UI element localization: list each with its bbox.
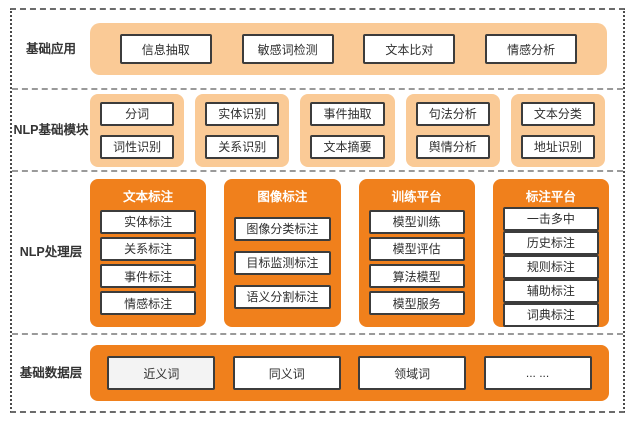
processing-item-box: 图像分类标注 — [234, 216, 331, 241]
processing-item-box: 规则标注 — [502, 254, 599, 279]
processing-item-box: 事件标注 — [100, 264, 197, 289]
processing-item-box: 关系标注 — [100, 236, 197, 261]
processing-item-box: 情感标注 — [100, 291, 197, 316]
diagram-frame: 基础应用 信息抽取 敏感词检测 文本比对 情感分析 NLP基础模块 分词 词性识… — [10, 8, 625, 413]
layer-basic-data: 基础数据层 近义词 同义词 领域词 ... ... — [12, 335, 623, 411]
nlp-module-box: 文本摘要 — [310, 134, 385, 159]
processing-item-box: 词典标注 — [502, 302, 599, 327]
basic-data-panel: 近义词 同义词 领域词 ... ... — [90, 345, 609, 401]
nlp-module-box: 句法分析 — [415, 101, 490, 126]
nlp-module-box: 实体识别 — [205, 101, 280, 126]
layer-nlp-base-modules: NLP基础模块 分词 词性识别 实体识别 关系识别 事件抽取 文本摘要 句法分析… — [12, 90, 623, 172]
app-module-box: 文本比对 — [363, 34, 456, 64]
processing-item-box: 模型服务 — [368, 291, 465, 316]
processing-item-box: 实体标注 — [100, 209, 197, 234]
processing-item-box: 模型训练 — [368, 209, 465, 234]
nlp-module-box: 事件抽取 — [310, 101, 385, 126]
processing-item-box: 辅助标注 — [502, 278, 599, 303]
module-group: 实体识别 关系识别 — [195, 93, 290, 167]
layer-label: NLP处理层 — [19, 245, 83, 259]
layer-label: 基础数据层 — [19, 365, 83, 380]
processing-column-annotation-platform: 标注平台 一击多中 历史标注 规则标注 辅助标注 词典标注 — [492, 178, 609, 327]
nlp-module-box: 分词 — [100, 101, 175, 126]
module-group: 事件抽取 文本摘要 — [300, 93, 395, 167]
nlp-processing-content: 文本标注 实体标注 关系标注 事件标注 情感标注 图像标注 图像分类标注 目标监… — [90, 178, 609, 327]
layer-label: NLP基础模块 — [13, 122, 89, 137]
module-group: 句法分析 舆情分析 — [405, 93, 500, 167]
data-item-box: 领域词 — [358, 356, 467, 390]
nlp-module-box: 地址识别 — [520, 134, 596, 159]
data-item-box: ... ... — [483, 356, 592, 390]
nlp-base-modules-content: 分词 词性识别 实体识别 关系识别 事件抽取 文本摘要 句法分析 舆情分析 文本… — [90, 93, 606, 167]
layer-basic-applications: 基础应用 信息抽取 敏感词检测 文本比对 情感分析 — [12, 10, 623, 90]
basic-applications-panel: 信息抽取 敏感词检测 文本比对 情感分析 — [90, 23, 607, 75]
column-items: 一击多中 历史标注 规则标注 辅助标注 词典标注 — [502, 206, 599, 327]
column-title: 图像标注 — [257, 189, 308, 204]
nlp-module-box: 词性识别 — [100, 134, 175, 159]
layer-nlp-processing: NLP处理层 文本标注 实体标注 关系标注 事件标注 情感标注 图像标注 图像分… — [12, 172, 623, 335]
processing-column-training-platform: 训练平台 模型训练 模型评估 算法模型 模型服务 — [358, 178, 475, 327]
processing-item-box: 历史标注 — [502, 230, 599, 255]
processing-item-box: 目标监测标注 — [234, 250, 331, 275]
column-items: 实体标注 关系标注 事件标注 情感标注 — [100, 207, 197, 319]
processing-item-box: 算法模型 — [368, 264, 465, 289]
nlp-module-box: 文本分类 — [520, 101, 596, 126]
app-module-box: 情感分析 — [485, 34, 578, 64]
data-item-box: 近义词 — [107, 356, 216, 390]
module-group: 分词 词性识别 — [90, 93, 185, 167]
column-items: 模型训练 模型评估 算法模型 模型服务 — [368, 207, 465, 319]
column-title: 文本标注 — [123, 189, 174, 204]
data-item-box: 同义词 — [232, 356, 341, 390]
processing-item-box: 模型评估 — [368, 236, 465, 261]
module-group: 文本分类 地址识别 — [510, 93, 606, 167]
nlp-module-box: 舆情分析 — [415, 134, 490, 159]
processing-item-box: 语义分割标注 — [234, 284, 331, 309]
app-module-box: 信息抽取 — [119, 34, 212, 64]
processing-item-box: 一击多中 — [502, 206, 599, 231]
processing-column-text-annotation: 文本标注 实体标注 关系标注 事件标注 情感标注 — [90, 178, 207, 327]
column-title: 标注平台 — [525, 189, 576, 204]
column-items: 图像分类标注 目标监测标注 语义分割标注 — [234, 207, 331, 319]
nlp-module-box: 关系识别 — [205, 134, 280, 159]
column-title: 训练平台 — [391, 189, 442, 204]
layer-label: 基础应用 — [25, 41, 76, 56]
processing-column-image-annotation: 图像标注 图像分类标注 目标监测标注 语义分割标注 — [224, 178, 341, 327]
app-module-box: 敏感词检测 — [241, 34, 334, 64]
